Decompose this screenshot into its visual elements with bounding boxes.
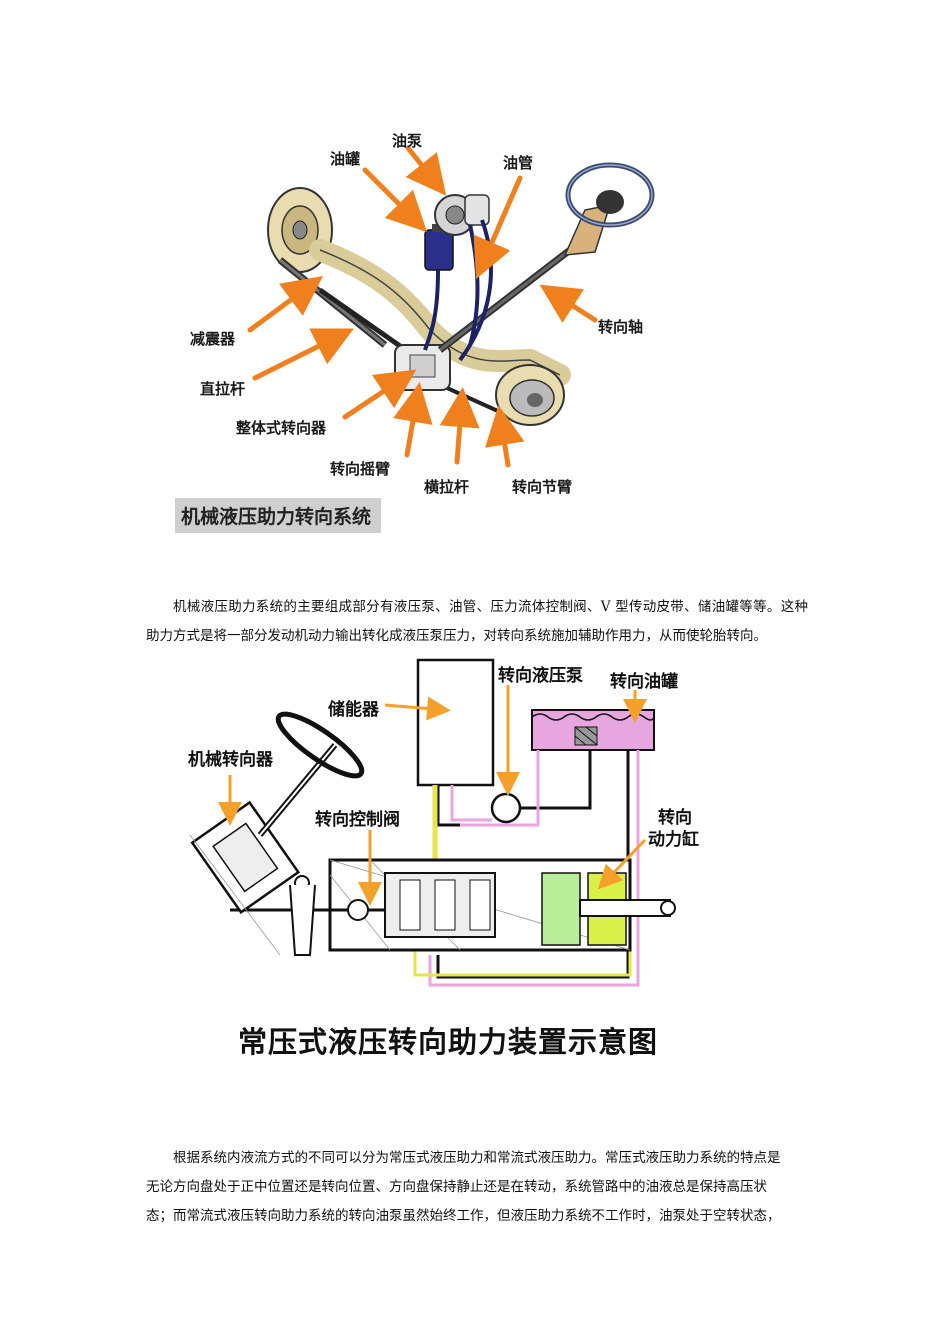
paragraph-1-text: 机械液压助力系统的主要组成部分有液压泵、油管、压力流体控制阀、V 型传动皮带、储… — [146, 599, 808, 644]
steering-system-illustration — [247, 145, 655, 468]
constant-pressure-schematic — [189, 658, 676, 987]
right-wheel-hub — [495, 364, 565, 426]
steering-wheel — [565, 162, 655, 228]
paragraph-2-line-1: 根据系统内液流方式的不同可以分为常压式液压助力和常流式液压助力。常压式液压助力系… — [173, 1150, 781, 1166]
oil-pump — [434, 194, 490, 236]
label-knuckle-arm: 转向节臂 — [512, 478, 573, 496]
label-power-cylinder-line2: 动力缸 — [648, 830, 699, 850]
label-shock-absorber: 减震器 — [190, 330, 236, 348]
steering-pump-body — [490, 792, 522, 824]
label-tie-rod: 横拉杆 — [424, 478, 470, 496]
piston-rod — [579, 899, 671, 917]
label-accumulator: 储能器 — [328, 700, 379, 720]
accumulator-box — [416, 658, 495, 787]
figure-constant-pressure-system: 储能器 转向液压泵 转向油罐 机械转向器 转向控制阀 转向 动力缸 常压式液压转… — [170, 655, 730, 1075]
steering-wheel — [275, 711, 365, 779]
label-steering-pump: 转向液压泵 — [498, 666, 583, 686]
figure2-caption: 常压式液压转向助力装置示意图 — [238, 1025, 659, 1059]
mechanical-steering-gear — [189, 800, 301, 956]
paragraph-2-line-2: 无论方向盘处于正中位置还是转向位置、方向盘保持静止还是在转动，系统管路中的油液总… — [146, 1179, 767, 1195]
label-power-cylinder-line1: 转向 — [658, 808, 692, 828]
figure-hydraulic-system: 油泵 油罐 油管 减震器 直拉杆 整体式转向器 转向轴 转向摇臂 横拉杆 转向节… — [170, 120, 690, 540]
label-oil-pipe: 油管 — [503, 154, 534, 172]
figure1-caption: 机械液压助力转向系统 — [175, 498, 382, 533]
label-drag-link: 直拉杆 — [200, 380, 246, 398]
left-wheel-hub — [267, 187, 333, 273]
label-steering-tank: 转向油罐 — [610, 672, 678, 692]
label-mechanical-steering-gear: 机械转向器 — [188, 750, 273, 770]
label-control-valve: 转向控制阀 — [315, 810, 400, 830]
label-integral-steering-gear: 整体式转向器 — [236, 419, 327, 437]
paragraph-2-line-3: 态；而常流式液压转向助力系统的转向油泵虽然始终工作，但液压助力系统不工作时，油泵… — [146, 1208, 781, 1224]
label-steering-shaft: 转向轴 — [598, 318, 644, 336]
paragraph-1: 机械液压助力系统的主要组成部分有液压泵、油管、压力流体控制阀、V 型传动皮带、储… — [146, 593, 808, 651]
piston — [541, 872, 581, 946]
paragraph-2: 根据系统内液流方式的不同可以分为常压式液压助力和常流式液压助力。常压式液压助力系… — [146, 1144, 808, 1231]
label-oil-tank: 油罐 — [330, 150, 361, 168]
label-oil-pump: 油泵 — [392, 132, 423, 150]
label-pitman-arm: 转向摇臂 — [330, 460, 391, 478]
